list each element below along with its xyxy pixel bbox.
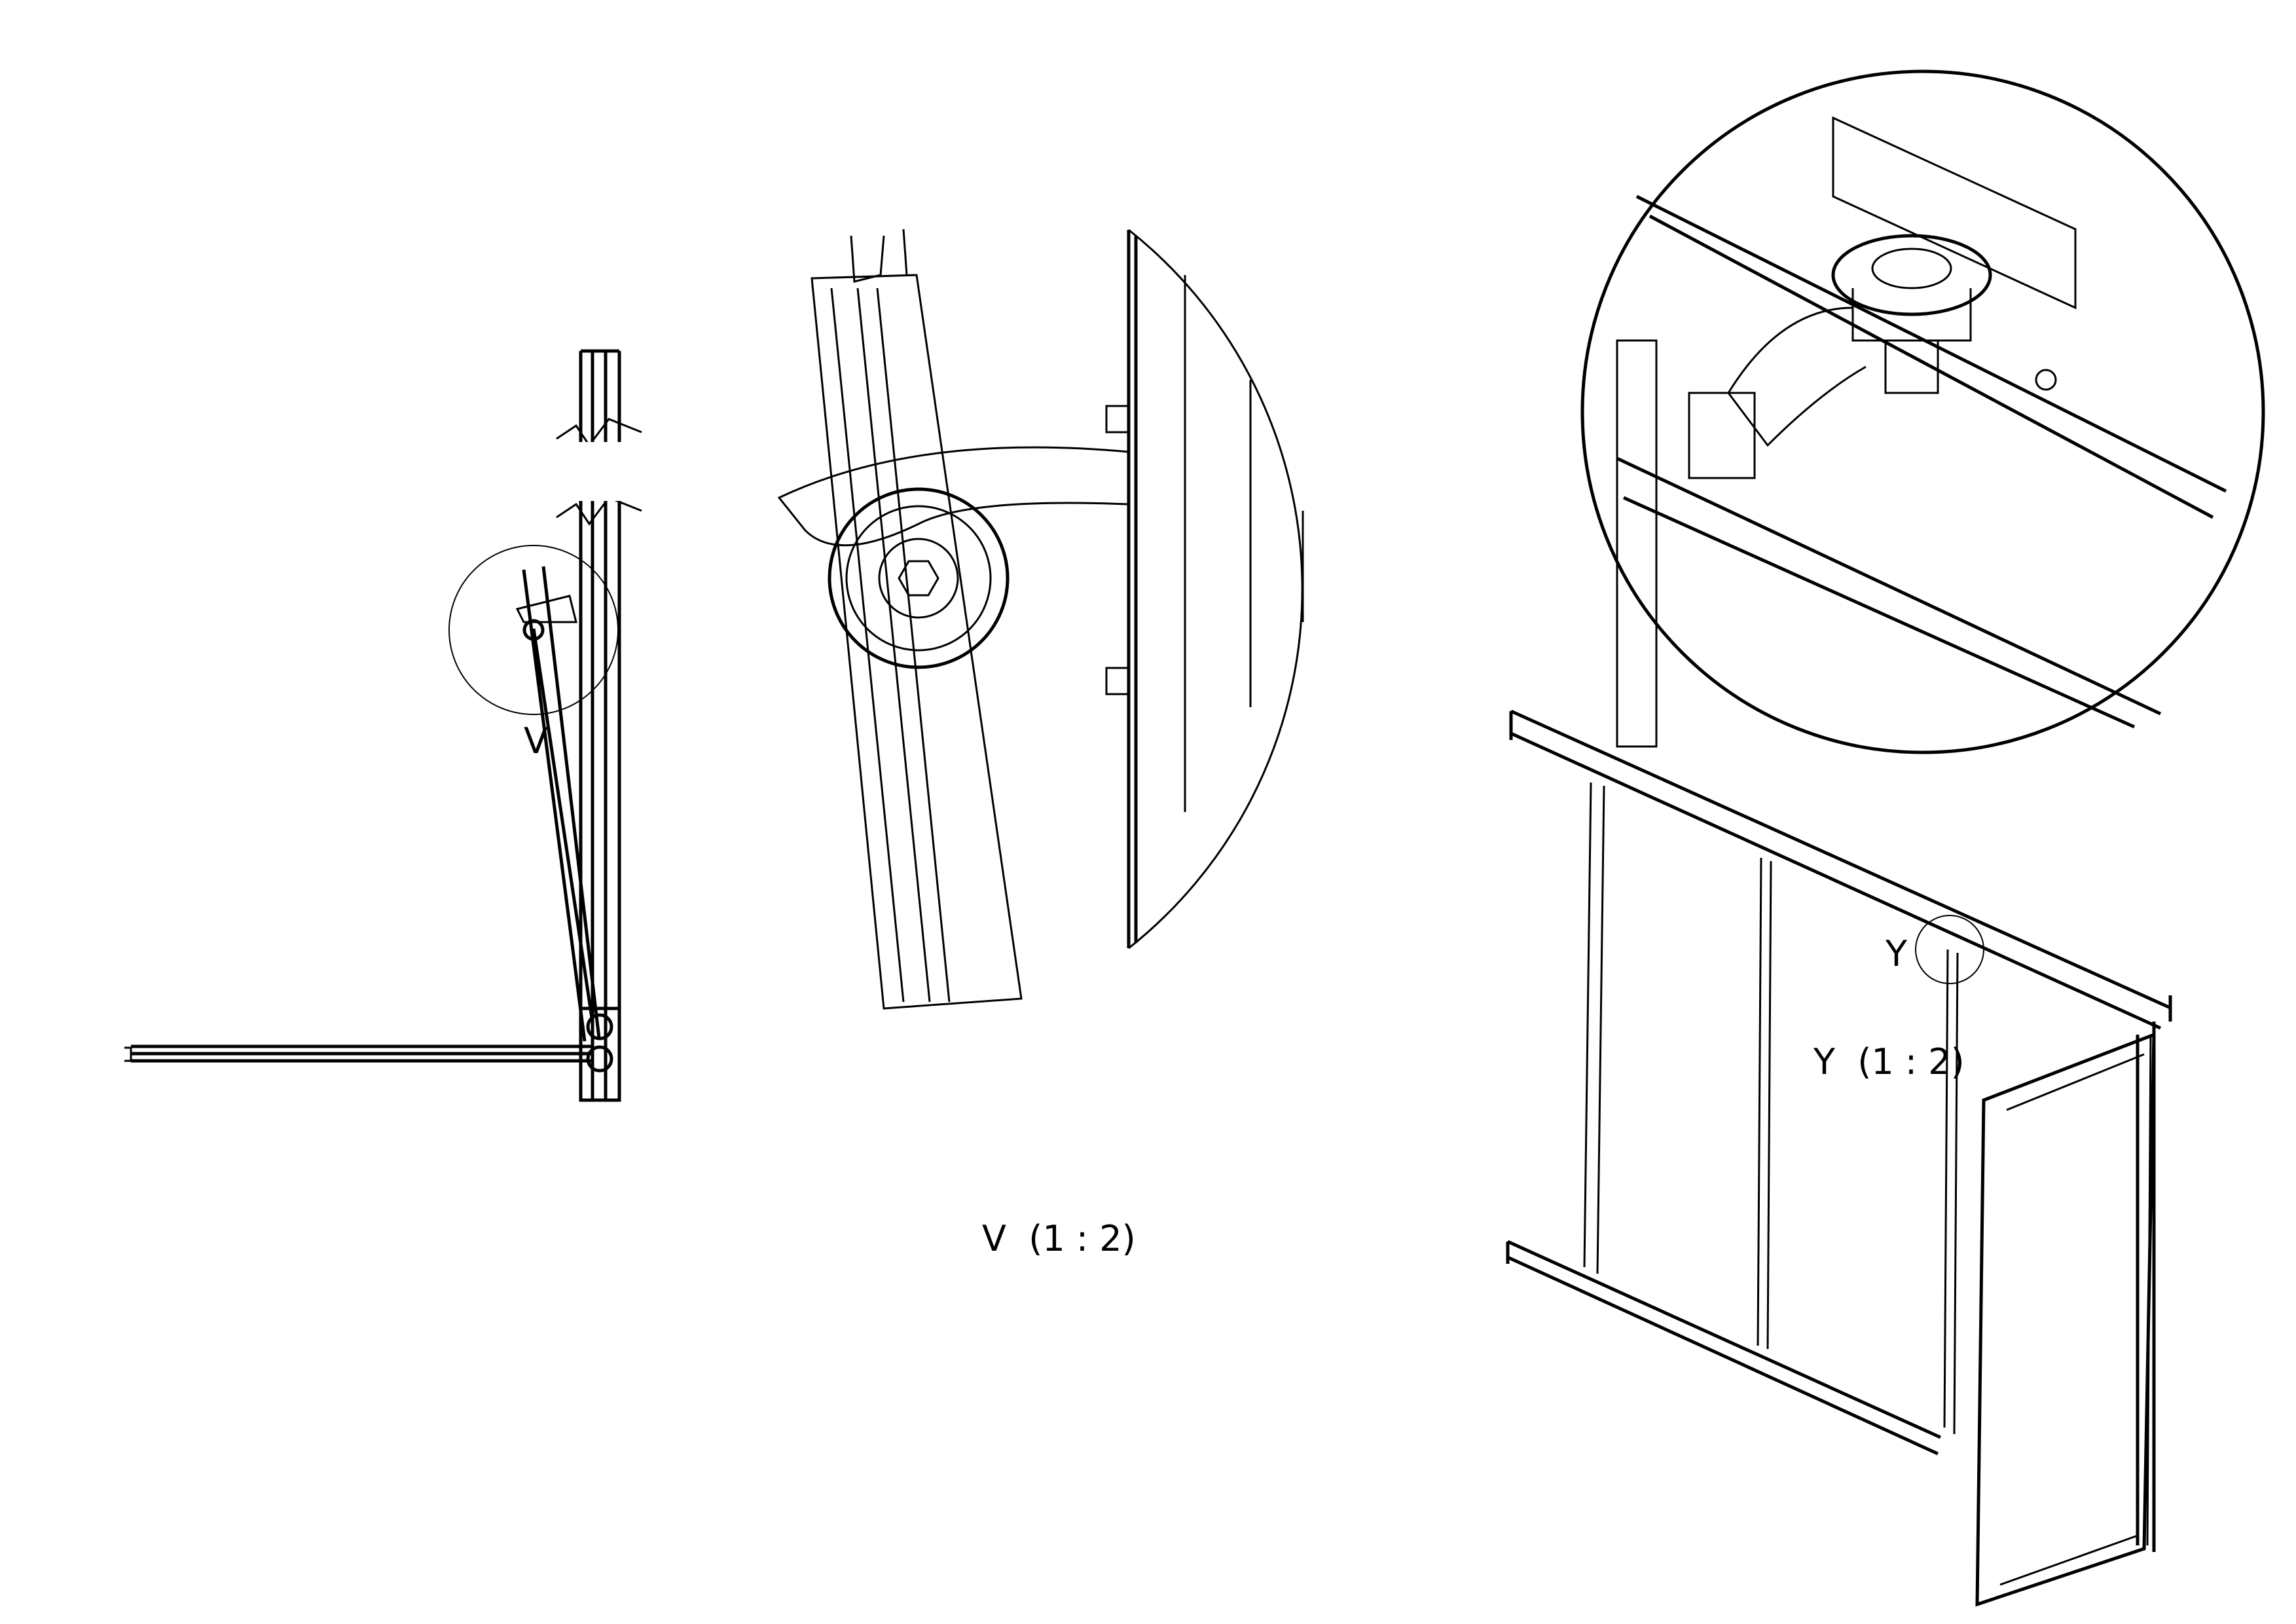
callout-y-label: Y: [1886, 933, 1907, 974]
detail-v-title: V (1 : 2): [982, 1218, 1136, 1259]
detail-y-view: [1580, 69, 2265, 754]
callout-v-label: V: [524, 720, 548, 762]
detail-y-title: Y (1 : 2): [1813, 1041, 1965, 1082]
isometric-view: [1506, 709, 2172, 1607]
section-view: [124, 349, 642, 1102]
detail-v-view: [777, 229, 1304, 1010]
detail-circle-y: [1915, 915, 1984, 984]
detail-circle-v: [448, 545, 619, 715]
